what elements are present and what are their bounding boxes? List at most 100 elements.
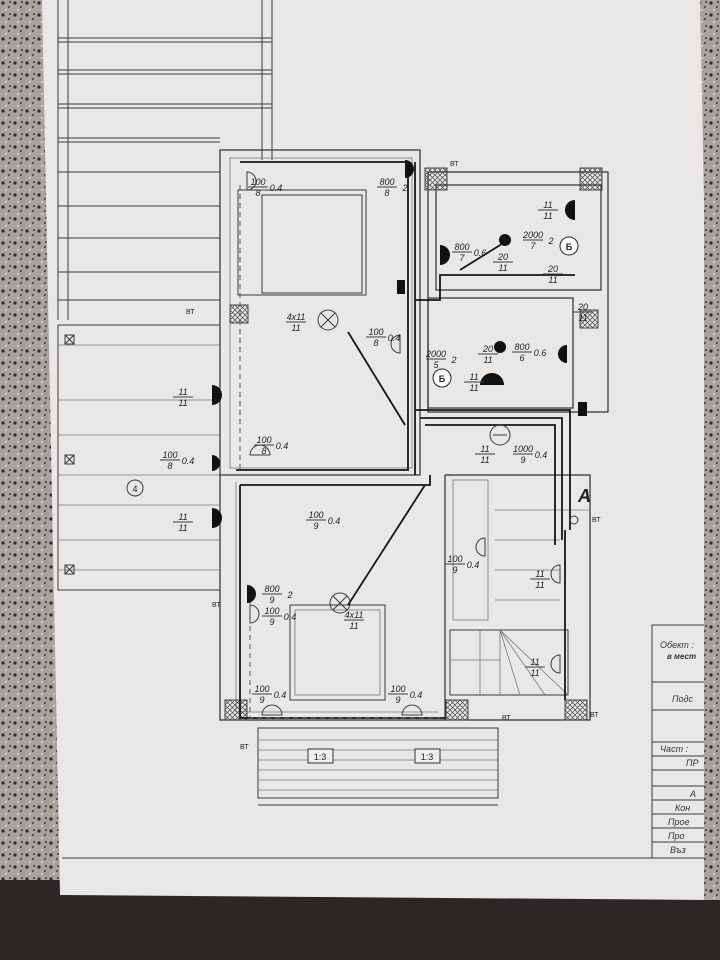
fixture-circuit: 8 [373,338,378,348]
fixture-power: 11 [535,569,544,579]
title-block: Обект : в мест Подс Част : ПР А Кон Прое… [651,624,704,858]
title-subtitle: Подс [672,694,694,704]
fixture-height: 2 [547,236,553,246]
bt-label: ВТ [450,161,459,168]
fixture-power: 11 [530,657,539,667]
fixture-circuit: 5 [433,360,439,370]
fixture-circuit: 9 [520,455,525,465]
fixture-circuit: 9 [452,565,457,575]
bt-label: ВТ [240,744,249,751]
fixture-circuit: 11 [349,621,358,631]
bt-label: ВТ [502,715,511,722]
boiler-label: Б [439,374,446,384]
fixture-power: 100 [368,327,383,337]
fixture-power: 100 [254,684,269,694]
fixture-power: 800 [454,242,469,252]
fixture-power: 100 [256,435,271,445]
fixture-power: 100 [264,606,279,616]
fixture-power: 2000 [522,230,543,240]
fixture-power: 20 [482,344,493,354]
fixture-height: 0.4 [284,612,297,622]
staircase [449,509,590,696]
fixture-height: 0.4 [467,560,480,570]
bt-label: ВТ [212,602,221,609]
bt-label: ВТ [186,309,195,316]
wiring [236,161,587,719]
title-part: Част : [660,744,689,754]
boiler-icon: Б [432,368,452,388]
fixture-power: 800 [379,177,394,187]
fixture-height: 2 [401,183,407,193]
fixture-circuit: 11 [578,313,587,323]
fixture-circuit: 11 [178,398,187,408]
fixture-circuit: 7 [530,241,536,251]
fixture-height: 0.4 [274,690,287,700]
ceiling-lamp-icon [329,592,351,614]
fixture-power: 100 [390,684,405,694]
fixture-height: 2 [450,355,456,365]
fixture-height: 0.4 [535,450,548,460]
fixture-height: 0.6 [534,348,547,358]
fixture-circuit: 11 [535,580,544,590]
fixture-power: 20 [577,302,588,312]
room-number: 4 [132,484,137,494]
title-row: Въз [670,845,686,855]
fixture-circuit: 11 [498,263,507,273]
fixture-circuit: 9 [259,695,264,705]
bed-upper [237,189,367,296]
fixture-power: 100 [308,510,323,520]
fixture-power: 100 [162,450,177,460]
fixture-power: 11 [469,372,478,382]
fixture-circuit: 8 [167,461,172,471]
fixture-height: 0.4 [328,516,341,526]
front-steps [257,727,499,806]
title-location: в мест [667,652,696,661]
fixture-circuit: 9 [269,617,274,627]
fixture-circuit: 11 [480,455,489,465]
fixture-circuit: 9 [313,521,318,531]
title-row: Прое [668,817,690,827]
ceiling-lamp-icon [317,309,339,331]
wall-fixtures [212,160,575,716]
fixture-height: 0.4 [388,333,401,343]
fixture-circuit: 6 [519,353,524,363]
fixture-power: 11 [178,512,187,522]
fixture-circuit: 9 [395,695,400,705]
title-row: Про [668,831,685,841]
boiler-icon: Б [559,236,579,256]
fixture-circuit: 11 [469,383,478,393]
fixture-circuit: 8 [255,188,260,198]
fixture-circuit: 9 [269,595,274,605]
bt-label: ВТ [590,712,599,719]
fixture-height: 0.4 [270,183,283,193]
fixture-power: 4x11 [345,610,364,620]
walls [219,149,609,721]
fixture-height: 0.6 [474,248,487,258]
fixture-power: 4x11 [287,312,306,322]
